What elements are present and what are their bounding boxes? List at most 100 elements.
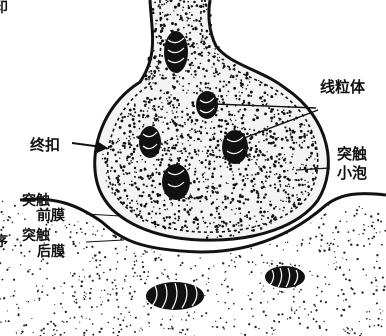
vesicle-dot bbox=[224, 131, 227, 134]
postsynaptic-dot bbox=[271, 263, 273, 265]
vesicle-dot bbox=[259, 211, 262, 214]
vesicle-dot bbox=[193, 92, 195, 94]
vesicle-dot bbox=[152, 191, 155, 194]
vesicle-dot bbox=[290, 136, 293, 139]
postsynaptic-dot bbox=[124, 317, 125, 318]
vesicle-dot bbox=[184, 124, 185, 125]
vesicle-dot bbox=[258, 80, 259, 81]
vesicle-dot bbox=[298, 202, 301, 205]
vesicle-dot bbox=[215, 71, 218, 74]
vesicle-dot bbox=[230, 169, 232, 171]
vesicle-dot bbox=[166, 112, 167, 113]
vesicle-dot bbox=[160, 108, 161, 109]
postsynaptic-dot bbox=[368, 238, 370, 240]
postsynaptic-dot bbox=[273, 329, 275, 331]
vesicle-dot bbox=[216, 210, 218, 212]
vesicle-dot bbox=[198, 226, 199, 227]
vesicle-dot bbox=[247, 85, 248, 86]
vesicle-dot bbox=[217, 57, 218, 58]
postsynaptic-dot bbox=[122, 319, 124, 321]
postsynaptic-dot bbox=[325, 329, 327, 331]
vesicle-dot bbox=[193, 197, 195, 199]
vesicle-dot bbox=[217, 144, 220, 147]
postsynaptic-dot bbox=[78, 279, 79, 280]
vesicle-dot bbox=[151, 201, 153, 203]
vesicle-dot bbox=[123, 173, 125, 175]
vesicle-dot bbox=[249, 217, 252, 220]
mitochondria-label: 线粒体 bbox=[320, 78, 366, 96]
vesicle-dot bbox=[261, 101, 263, 103]
vesicle-dot bbox=[142, 116, 144, 118]
vesicle-dot bbox=[270, 219, 272, 221]
postsynaptic-dot bbox=[17, 314, 19, 316]
postsynaptic-dot bbox=[78, 306, 80, 308]
postsynaptic-dot bbox=[352, 329, 353, 330]
vesicle-dot bbox=[144, 168, 146, 170]
vesicle-dot bbox=[152, 122, 154, 124]
vesicle-dot bbox=[131, 162, 133, 164]
vesicle-dot bbox=[219, 72, 221, 74]
postsynaptic-dot bbox=[323, 250, 325, 252]
postsynaptic-label-line2: 后膜 bbox=[37, 243, 65, 260]
vesicle-dot bbox=[206, 237, 208, 239]
postsynaptic-dot bbox=[354, 332, 356, 334]
vesicle-dot bbox=[238, 225, 239, 226]
vesicle-dot bbox=[164, 200, 166, 202]
postsynaptic-dot bbox=[80, 285, 82, 287]
postsynaptic-dot bbox=[38, 298, 40, 300]
vesicle-dot bbox=[269, 130, 272, 133]
vesicle-dot bbox=[148, 83, 150, 85]
vesicle-dot bbox=[123, 165, 126, 168]
vesicle-dot bbox=[247, 178, 249, 180]
vesicle-dot bbox=[171, 204, 173, 206]
postsynaptic-dot bbox=[373, 293, 375, 295]
vesicle-dot bbox=[222, 201, 224, 203]
vesicle-dot bbox=[219, 81, 221, 83]
postsynaptic-dot bbox=[315, 236, 317, 238]
vesicle-dot bbox=[214, 55, 216, 57]
postsynaptic-dot bbox=[376, 261, 378, 263]
vesicle-dot bbox=[253, 156, 255, 158]
vesicle-dot bbox=[205, 87, 207, 89]
vesicle-dot bbox=[237, 127, 238, 128]
vesicle-dot bbox=[164, 117, 166, 119]
vesicle-dot bbox=[104, 157, 106, 159]
postsynaptic-dot bbox=[345, 278, 347, 280]
postsynaptic-dot bbox=[92, 323, 94, 325]
vesicle-dot bbox=[266, 177, 268, 179]
postsynaptic-dot bbox=[106, 279, 108, 281]
vesicle-dot bbox=[166, 15, 167, 16]
postsynaptic-dot bbox=[334, 239, 335, 240]
vesicle-dot bbox=[170, 100, 172, 102]
postsynaptic-dot bbox=[41, 260, 43, 262]
vesicle-dot bbox=[215, 225, 218, 228]
vesicle-dot bbox=[126, 138, 127, 139]
vesicle-dot bbox=[191, 74, 192, 75]
vesicle-dot bbox=[270, 110, 273, 113]
postsynaptic-dot bbox=[97, 230, 98, 231]
vesicle-dot bbox=[236, 79, 237, 80]
vesicle-dot bbox=[158, 63, 160, 65]
vesicle-dot bbox=[218, 125, 221, 128]
vesicle-dot bbox=[256, 191, 259, 194]
postsynaptic-dot bbox=[70, 318, 71, 319]
vesicle-dot bbox=[177, 151, 178, 152]
postsynaptic-dot bbox=[116, 299, 118, 301]
postsynaptic-dot bbox=[14, 205, 16, 207]
vesicle-dot bbox=[177, 142, 179, 144]
vesicle-dot bbox=[253, 178, 256, 181]
vesicle-dot bbox=[176, 80, 178, 82]
postsynaptic-dot bbox=[37, 290, 39, 292]
postsynaptic-dot bbox=[222, 262, 224, 264]
vesicle-dot bbox=[197, 66, 200, 69]
postsynaptic-dot bbox=[205, 312, 207, 314]
postsynaptic-dot bbox=[2, 201, 4, 203]
vesicle-dot bbox=[221, 120, 223, 122]
vesicle-dot bbox=[176, 6, 177, 7]
postsynaptic-dot bbox=[308, 314, 310, 316]
vesicle-dot bbox=[159, 208, 161, 210]
vesicle-dot bbox=[207, 150, 210, 153]
vesicle-dot bbox=[235, 95, 238, 98]
postsynaptic-dot bbox=[375, 279, 377, 281]
postsynaptic-dot bbox=[143, 253, 144, 254]
